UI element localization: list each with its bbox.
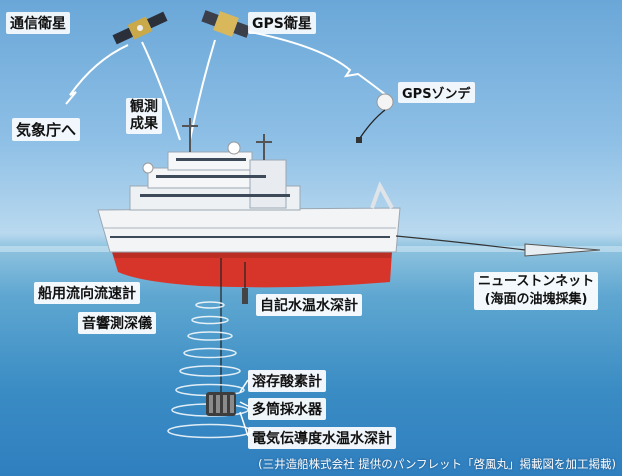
xbt-probe-icon [242,288,248,304]
label-gps-sonde: GPSゾンデ [398,82,475,103]
label-echo-sounder: 音響測深儀 [78,312,156,334]
label-neuston-net: ニューストンネット (海面の油塊採集) [474,272,599,310]
label-gps-satellite: GPS衛星 [248,12,316,34]
leader-lines [239,379,249,437]
radio-links [65,29,393,141]
label-observation-results-line2: 成果 [130,116,158,132]
link-gpssat-to-sonde [239,29,393,101]
label-neuston-net-line2: (海面の油塊採集) [484,292,588,307]
comm-satellite-icon [112,11,168,45]
label-observation-results: 観測 成果 [126,98,162,134]
instrument-cables [220,258,246,392]
label-do-meter: 溶存酸素計 [248,370,326,392]
acoustic-rings [167,301,253,439]
link-commsat-to-jma [65,44,129,105]
water-sampler-icon [206,392,236,416]
label-adcp: 船用流向流速計 [34,282,140,304]
neuston-net-icon [395,235,601,257]
label-xbt: 自記水温水深計 [256,294,362,316]
research-ship [97,118,401,288]
label-ctd: 電気伝導度水温水深計 [248,427,396,449]
label-observation-results-line1: 観測 [130,99,158,115]
link-commsat-to-ship [141,41,181,141]
image-credit: (三井造船株式会社 提供のパンフレット「啓風丸」掲載図を加工掲載) [258,457,616,471]
gps-sonde-icon [356,93,394,143]
label-water-sampler: 多筒採水器 [248,398,326,420]
link-gpssat-to-ship [189,39,216,141]
label-neuston-net-line1: ニューストンネット [478,274,595,289]
label-comm-satellite: 通信衛星 [6,12,70,34]
label-jma: 気象庁へ [12,118,81,141]
gps-satellite-icon [201,10,251,38]
